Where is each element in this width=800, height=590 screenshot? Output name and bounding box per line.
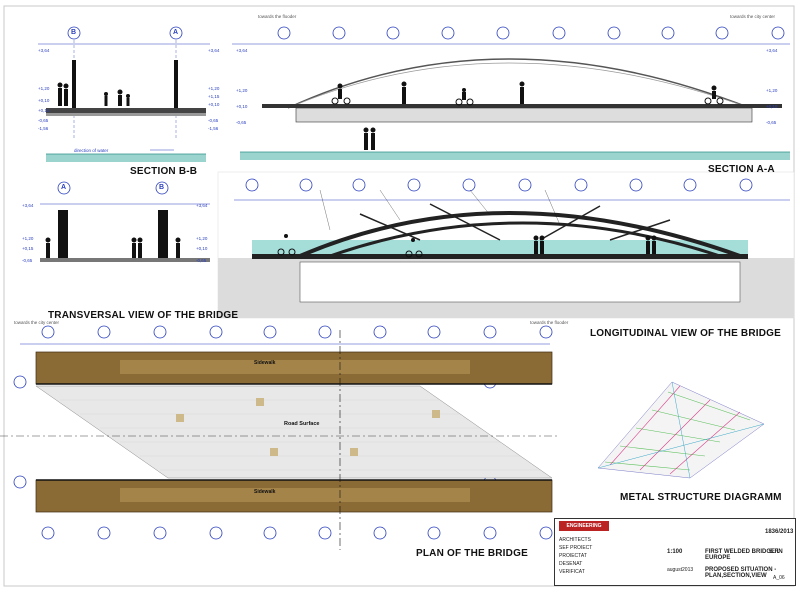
svg-text:+3,64: +3,64 [22,203,34,208]
aa-direction-right: towards the city center [730,14,776,19]
svg-text:+1,20: +1,20 [208,86,220,91]
svg-text:-0,65: -0,65 [766,120,777,125]
title-block-phase: S.F. [769,549,780,555]
role-sef-proiect: SEF PROIECT [559,545,593,551]
svg-text:+1,15: +1,15 [208,94,220,99]
title-block-sheet: A_06 [773,575,785,581]
title-block-date: august2013 [667,567,694,573]
water-direction-label: direction of water [74,148,109,153]
section-aa-drawing: +3,64 +1,20 +0,10 -0,65 +3,64 +1,20 +0,10 -0,6… [232,26,790,160]
aa-direction-left: towards the flooder [258,14,297,19]
longitudinal-view-drawing [217,171,795,319]
sidewalk-label-top: Sidewalk [254,360,276,366]
tv-axis-b: B [159,184,165,191]
svg-text:-0,65: -0,65 [208,118,219,123]
svg-text:+1,20: +1,20 [22,236,34,241]
transversal-view-drawing: +3,64 +1,20 +0,15 -0,65 +3,64 +1,20 +0,10 -0,6… [22,181,210,263]
role-proiectat: PROIECTAT [559,553,587,559]
svg-text:-1,56: -1,56 [38,126,49,131]
svg-text:-0,65: -0,65 [236,120,247,125]
svg-text:-0,65: -0,65 [22,258,33,263]
road-surface-label: Road Surface [284,421,320,427]
svg-text:+1,20: +1,20 [236,88,248,93]
svg-text:+0,10: +0,10 [236,104,248,109]
section-aa-title: SECTION A-A [708,164,775,175]
plan-direction-left: towards the city center [14,320,60,325]
svg-text:+0,10: +0,10 [38,98,50,103]
plan-direction-right: towards the flooder [530,320,569,325]
svg-text:+1,20: +1,20 [38,86,50,91]
title-block-subtitle: PROPOSED SITUATION - PLAN,SECTION,VIEW [705,567,777,579]
metal-structure-title: METAL STRUCTURE DIAGRAMM [620,492,782,503]
svg-text:+0,15: +0,15 [38,108,50,113]
sidewalk-label-bottom: Sidewalk [254,489,276,495]
title-block: ENGINEERING ARCHITECTS SEF PROIECT PROIE… [554,518,796,586]
svg-text:-1,56: -1,56 [208,126,219,131]
svg-text:+1,20: +1,20 [196,236,208,241]
section-bb-title: SECTION B-B [130,166,198,177]
metal-structure-drawing [597,381,765,479]
svg-text:+3,64: +3,64 [38,48,50,53]
bb-axis-b: B [71,29,77,36]
role-verificat: VERIFICAT [559,569,585,575]
svg-text:-0,65: -0,65 [38,118,49,123]
transversal-view-title: TRANSVERSAL VIEW OF THE BRIDGE [48,310,239,321]
svg-text:+1,20: +1,20 [766,88,778,93]
bb-axis-a: A [173,29,179,36]
tv-axis-a: A [61,184,67,191]
svg-text:+0,10: +0,10 [766,104,778,109]
svg-text:+3,64: +3,64 [208,48,220,53]
section-bb-drawing: +3,64 +1,20 +0,10 +0,15 -0,65 -1,56 +3,64 +1… [38,26,220,162]
plan-title: PLAN OF THE BRIDGE [416,548,528,559]
plan-drawing [0,325,560,550]
svg-text:+3,64: +3,64 [766,48,778,53]
title-block-scale: 1:100 [667,549,683,555]
svg-text:+0,15: +0,15 [22,246,34,251]
svg-text:+3,64: +3,64 [196,203,208,208]
svg-text:+0,10: +0,10 [196,246,208,251]
role-architects: ARCHITECTS [559,537,591,543]
company-logo: ENGINEERING [559,521,609,531]
svg-text:-0,65: -0,65 [196,258,207,263]
title-block-project-no: 1836/2013 [765,529,794,535]
role-desenat: DESENAT [559,561,583,567]
longitudinal-view-title: LONGITUDINAL VIEW OF THE BRIDGE [590,328,782,339]
svg-text:+0,10: +0,10 [208,102,220,107]
svg-text:+3,64: +3,64 [236,48,248,53]
title-block-title: FIRST WELDED BRIDGE IN EUROPE [705,549,783,561]
